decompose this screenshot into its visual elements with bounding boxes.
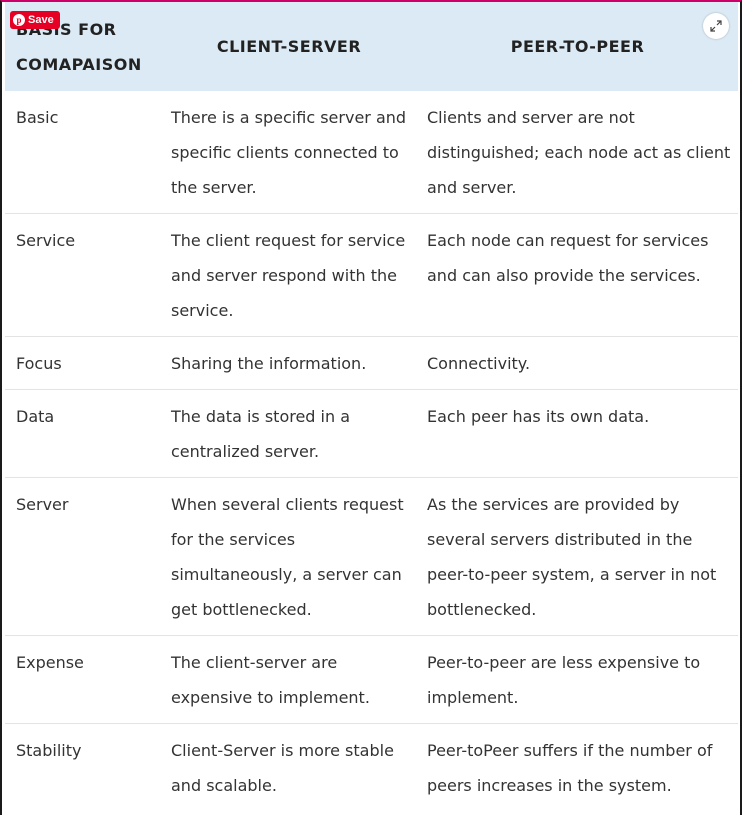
table-body: Basic There is a specific server and spe… [5,91,738,811]
pinterest-icon: p [13,14,25,26]
row-peer-to-peer-cell: Each peer has its own data. [427,407,650,426]
row-peer-to-peer-cell: Each node can request for services and c… [427,231,709,285]
header-client-server: CLIENT-SERVER [216,37,362,56]
expand-button[interactable] [703,13,729,39]
row-client-server-cell: The client request for service and serve… [171,231,406,320]
expand-icon [710,20,722,32]
header-row: BASIS FOR COMAPAISON CLIENT-SERVER PEER-… [5,2,738,91]
table-row: Stability Client-Server is more stable a… [5,724,738,812]
row-peer-to-peer-cell: Peer-toPeer suffers if the number of pee… [427,741,713,795]
row-peer-to-peer-cell: Connectivity. [427,354,531,373]
row-client-server-cell: There is a specific server and specific … [171,108,407,197]
row-client-server-cell: The client-server are expensive to imple… [171,653,370,707]
row-basis-cell: Focus [16,354,62,373]
table-row: Data The data is stored in a centralized… [5,390,738,478]
header-peer-to-peer: PEER-TO-PEER [510,37,645,56]
row-basis-cell: Expense [16,653,84,672]
row-basis-cell: Data [16,407,55,426]
row-peer-to-peer-cell: Peer-to-peer are less expensive to imple… [427,653,701,707]
row-basis-cell: Server [16,495,69,514]
table-row: Service The client request for service a… [5,214,738,337]
row-client-server-cell: When several clients request for the ser… [171,495,404,619]
table-row: Focus Sharing the information. Connectiv… [5,337,738,390]
row-client-server-cell: The data is stored in a centralized serv… [171,407,351,461]
row-peer-to-peer-cell: Clients and server are not distinguished… [427,108,731,197]
row-peer-to-peer-cell: As the services are provided by several … [427,495,717,619]
comparison-table: BASIS FOR COMAPAISON CLIENT-SERVER PEER-… [5,2,738,811]
table-header: BASIS FOR COMAPAISON CLIENT-SERVER PEER-… [5,2,738,91]
table-row: Basic There is a specific server and spe… [5,91,738,214]
save-label: Save [28,14,54,26]
row-client-server-cell: Sharing the information. [171,354,367,373]
table-row: Server When several clients request for … [5,478,738,636]
pinterest-save-button[interactable]: p Save [10,11,60,29]
row-client-server-cell: Client-Server is more stable and scalabl… [171,741,394,795]
table-row: Expense The client-server are expensive … [5,636,738,724]
row-basis-cell: Stability [16,741,82,760]
row-basis-cell: Basic [16,108,59,127]
row-basis-cell: Service [16,231,76,250]
